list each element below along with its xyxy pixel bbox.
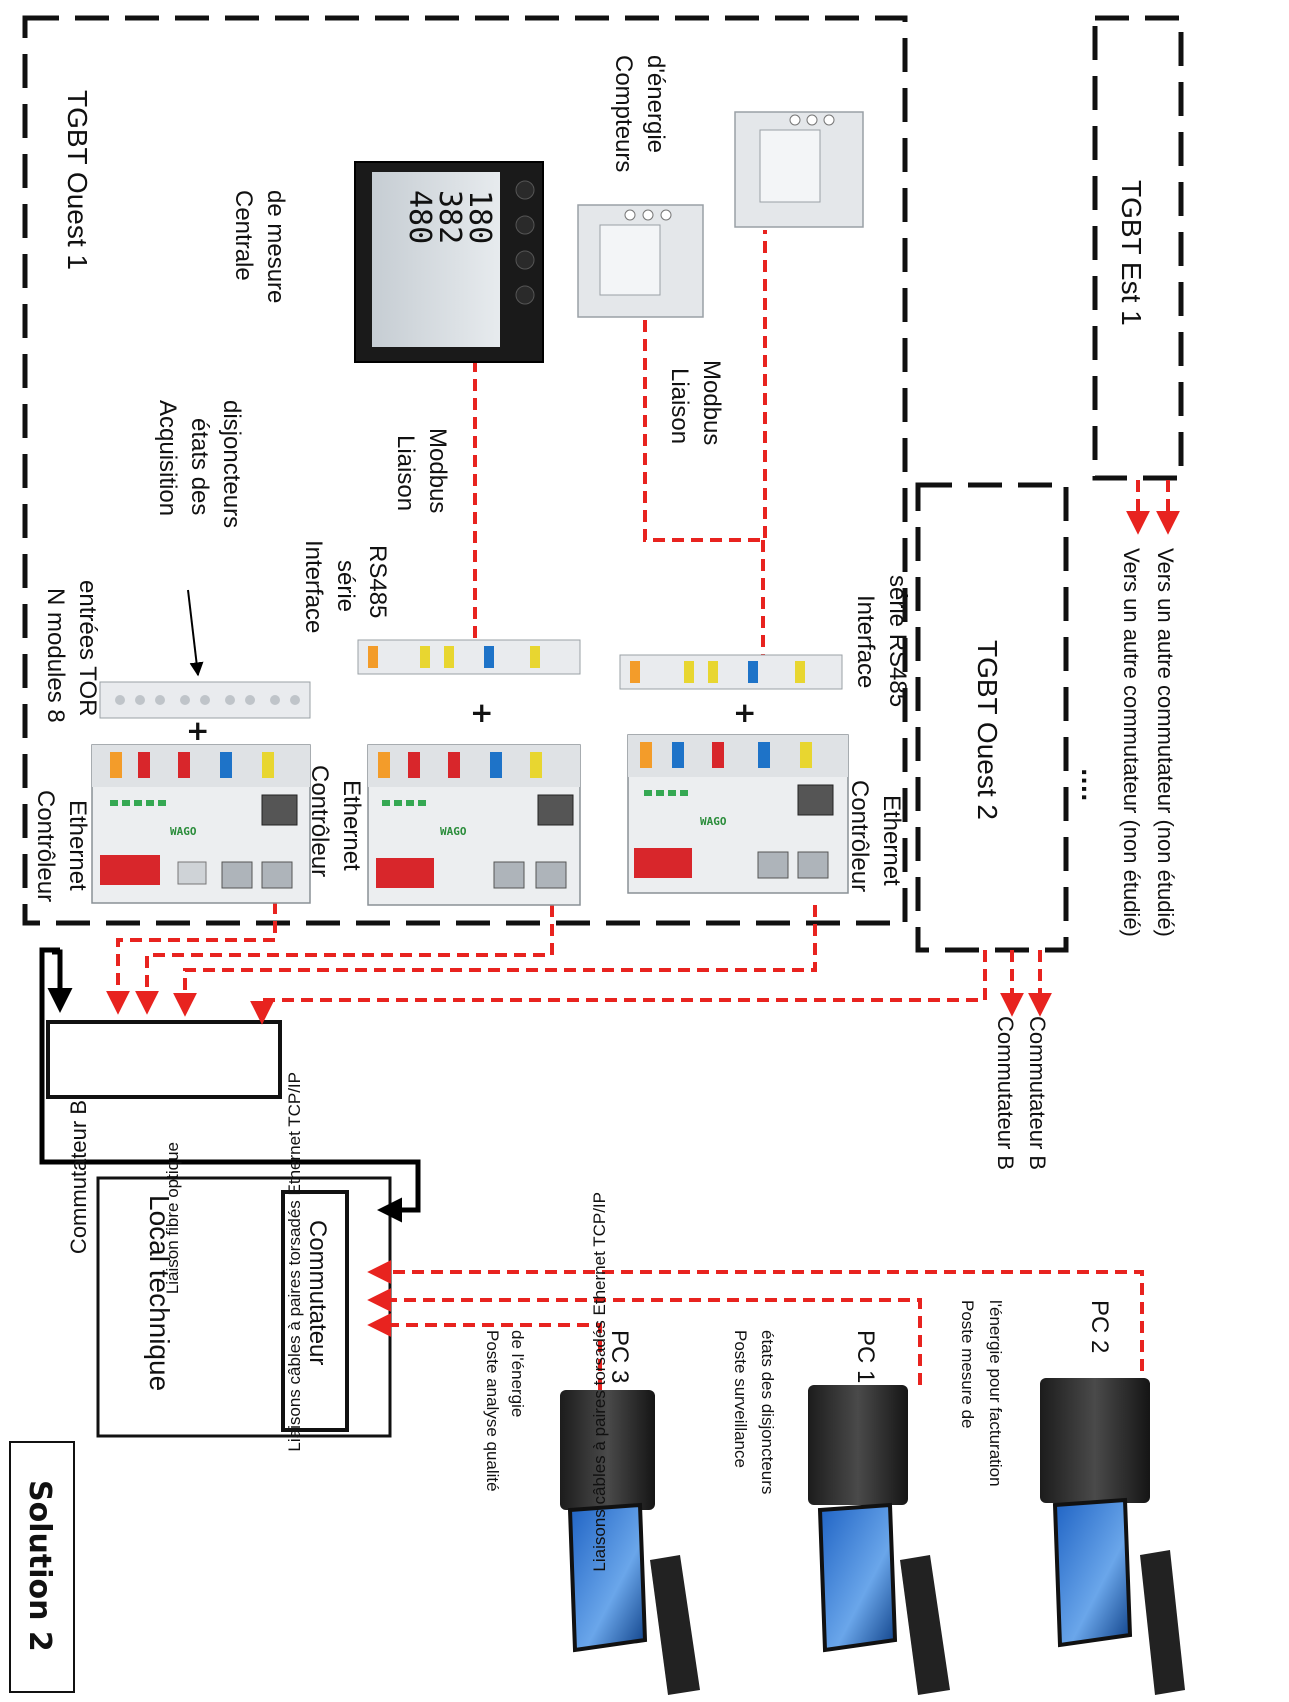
io-module-strip [99,681,311,719]
vers-autre-commutateur-1: Vers un autre commutateur (non étudié) [1119,548,1144,937]
tgbt-ouest-1-title: TGBT Ouest 1 [62,90,93,270]
acquisition-pointer-arrow [187,589,204,677]
modules-label-line1: N modules 8 [42,588,69,723]
commutateur-b-box [46,1020,282,1099]
rs485-interface-strip-1 [357,639,581,675]
plus-sign-1: + [186,714,209,747]
pc-1-desc-line2: états des disjoncteurs [758,1330,777,1494]
controleur-2-line2: Ethernet [338,780,365,871]
interface-a-line3: RS485 [364,545,391,618]
controller-ethernet-3: WAGO [627,734,849,894]
interface-a-line2: série [332,560,359,612]
meter-value-2: 382 [432,190,467,244]
plus-sign-3: + [733,696,756,729]
device-brand-2: WAGO [440,825,467,838]
controleur-1-line2: Ethernet [64,800,91,891]
controller-ethernet-1: WAGO [91,744,311,904]
controleur-3-line1: Contrôleur [846,780,873,892]
acquisition-label-line3: disjoncteurs [218,400,245,528]
liaison-modbus-b-line1: Liaison [666,368,693,444]
controller-ethernet-2: WAGO [367,744,581,906]
controleur-1-line1: Contrôleur [32,790,59,902]
pc-2-desc-line1: Poste mesure de [958,1300,977,1429]
energy-counter-2 [734,111,864,228]
pc-3-desc-line1: Poste analyse qualité [483,1330,502,1492]
centrale-de-mesure-device: 480 382 180 [354,161,544,363]
ethernet-link-label-bottom: Liaisons câbles à paires torsadés Ethern… [590,1192,609,1572]
device-brand-1: WAGO [170,825,197,838]
tgbt-est-1-title: TGBT Est 1 [1116,180,1147,326]
ethernet-links-top [106,480,1180,1025]
pc-3-desc-line2: de l'énergie [508,1330,527,1417]
energy-counter-1 [577,204,704,318]
pc-1-name: PC 1 [852,1330,879,1383]
commutateur-local-label: Commutateur [304,1220,331,1365]
fibre-link-label: Liaison fibre optique [163,1142,182,1294]
modules-label-line2: entrées TOR [74,580,101,717]
controleur-2-line1: Contrôleur [306,765,333,877]
tgbt-est-1-enclosure [1092,15,1184,481]
pc-3-computer [560,1390,700,1695]
commutateur-local-box [281,1190,349,1432]
tgbt-ouest-2-enclosure [915,482,1069,953]
interface-a-line1: Interface [300,540,327,633]
pc-2-name: PC 2 [1086,1300,1113,1353]
ellipsis-more-tgbt: .... [1076,768,1101,801]
meter-value-3: 180 [462,190,497,244]
vers-autre-commutateur-2: Vers un autre commutateur (non étudié) [1153,548,1178,937]
local-technique-title: Local technique [144,1195,175,1391]
pc-1-desc-line1: Poste surveillance [731,1330,750,1468]
meter-value-1: 480 [402,190,437,244]
fibre-arrow-to-commutateur-b [47,949,73,1013]
plus-sign-2: + [470,696,493,729]
pc-1-computer [808,1385,950,1695]
acquisition-label-line1: Acquisition [154,400,181,516]
fibre-optic-link [39,947,421,1223]
interface-b-line2: série RS485 [884,575,911,707]
centrale-label-line2: de mesure [262,190,289,303]
tgbt-ouest-1-enclosure [22,15,908,926]
liaison-modbus-a-line2: Modbus [424,428,451,513]
device-brand-3: WAGO [700,815,727,828]
tgbt-ouest-2-title: TGBT Ouest 2 [972,640,1003,820]
commutateur-b-link-1: Commutateur B [993,1016,1018,1170]
ethernet-link-label-top: Liaisons câbles à paires torsadés Ethern… [285,1072,304,1452]
solution-title: Solution 2 [22,1480,57,1652]
modbus-links [473,230,767,655]
centrale-label-line1: Centrale [230,190,257,281]
compteurs-label-line1: Compteurs [610,55,637,172]
pc-2-computer [1040,1378,1185,1695]
pc-3-name: PC 3 [606,1330,633,1383]
acquisition-label-line2: états des [186,418,213,515]
commutateur-b-box-label: Commutateur B [66,1100,91,1254]
ethernet-links-bottom [367,1260,1144,1390]
controleur-3-line2: Ethernet [878,795,905,886]
liaison-modbus-b-line2: Modbus [698,360,725,445]
rs485-interface-strip-2 [619,654,843,690]
compteurs-label-line2: d'énergie [642,55,669,153]
pc-2-desc-line2: l'énergie pour facturation [986,1300,1005,1487]
commutateur-b-link-2: Commutateur B [1025,1016,1050,1170]
solution-title-box [9,1441,75,1693]
liaison-modbus-a-line1: Liaison [392,435,419,511]
interface-b-line1: Interface [852,595,879,688]
